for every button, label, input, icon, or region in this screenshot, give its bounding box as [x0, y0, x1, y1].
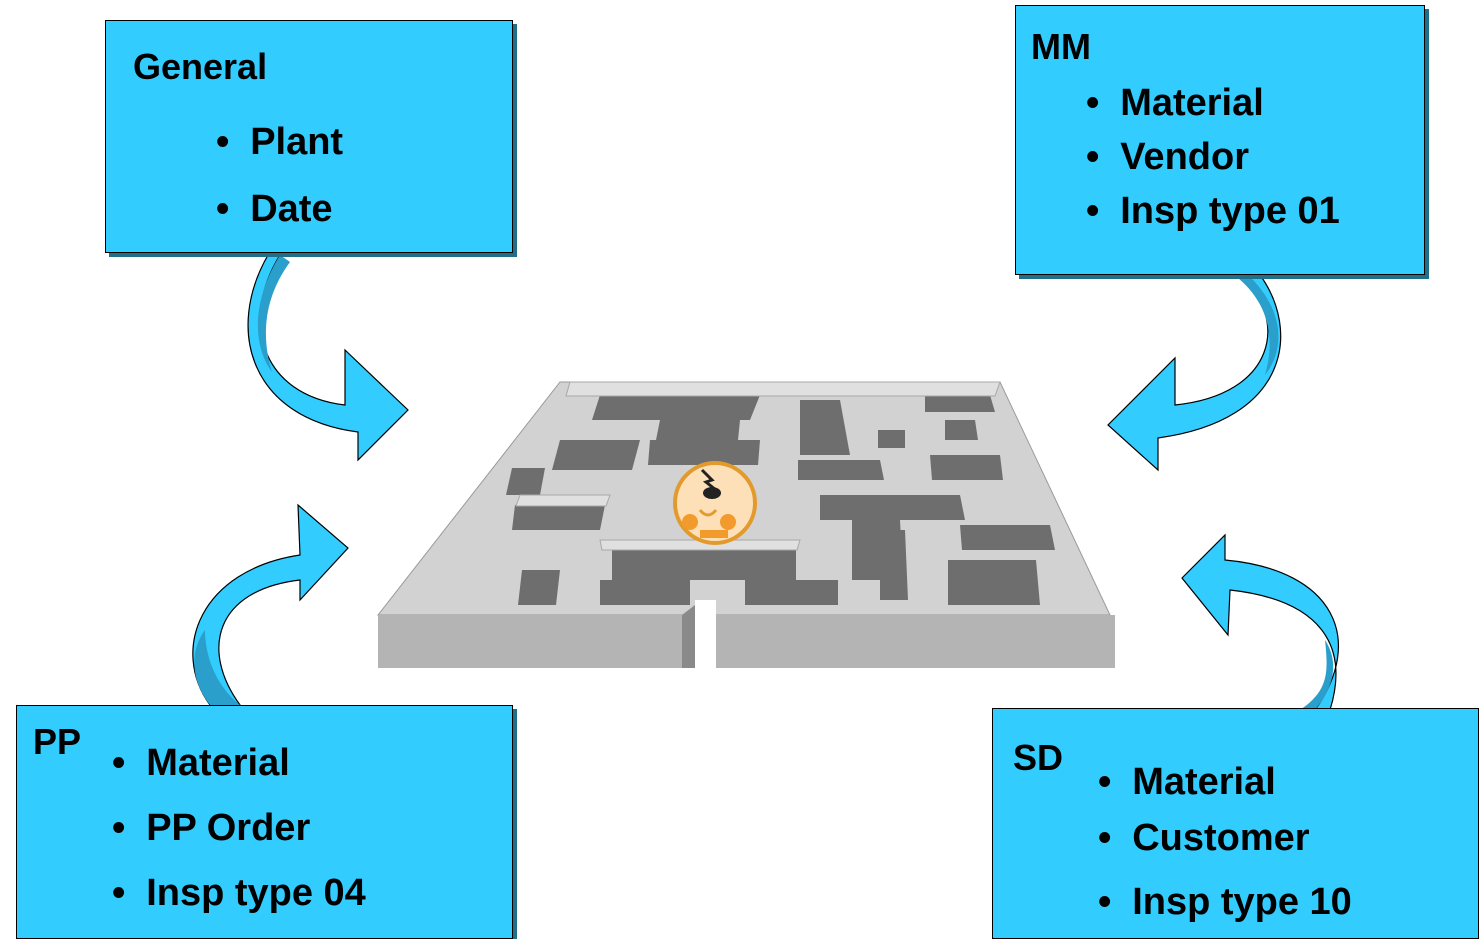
general-box: General •Plant •Date [105, 20, 513, 253]
mm-item-vendor: •Vendor [1086, 136, 1249, 178]
sd-item-customer: •Customer [1098, 817, 1310, 859]
sd-box: SD •Material •Customer •Insp type 10 [992, 708, 1479, 939]
maze-illustration [376, 381, 1115, 668]
general-title: General [133, 46, 268, 87]
arrow-general-to-maze [247, 254, 409, 462]
bullet-icon: • [216, 188, 230, 230]
bullet-icon: • [112, 872, 126, 914]
mm-title: MM [1031, 26, 1091, 67]
sd-item-insp-type: •Insp type 10 [1098, 881, 1352, 923]
sd-item-material: •Material [1098, 761, 1276, 803]
bullet-icon: • [1098, 761, 1112, 803]
pp-item-pp-order: •PP Order [112, 807, 311, 849]
pp-box: PP •Material •PP Order •Insp type 04 [16, 705, 513, 939]
bullet-icon: • [112, 742, 126, 784]
pp-item-insp-type: •Insp type 04 [112, 872, 366, 914]
person-face-icon [673, 461, 757, 545]
general-item-plant: •Plant [216, 121, 344, 163]
bullet-icon: • [1098, 881, 1112, 923]
arrow-pp-to-maze [192, 503, 349, 706]
bullet-icon: • [112, 807, 126, 849]
mm-item-material: •Material [1086, 82, 1264, 124]
mm-box: MM •Material •Vendor •Insp type 01 [1015, 5, 1425, 275]
pp-title: PP [33, 721, 82, 762]
bullet-icon: • [1086, 136, 1100, 178]
pp-item-material: •Material [112, 742, 290, 784]
general-item-date: •Date [216, 188, 333, 230]
bullet-icon: • [216, 121, 230, 163]
bullet-icon: • [1086, 82, 1100, 124]
bullet-icon: • [1098, 817, 1112, 859]
arrow-mm-to-maze [1107, 274, 1282, 472]
sd-title: SD [1013, 737, 1064, 778]
arrow-sd-to-maze [1181, 533, 1339, 711]
bullet-icon: • [1086, 190, 1100, 232]
mm-item-insp-type: •Insp type 01 [1086, 190, 1340, 232]
